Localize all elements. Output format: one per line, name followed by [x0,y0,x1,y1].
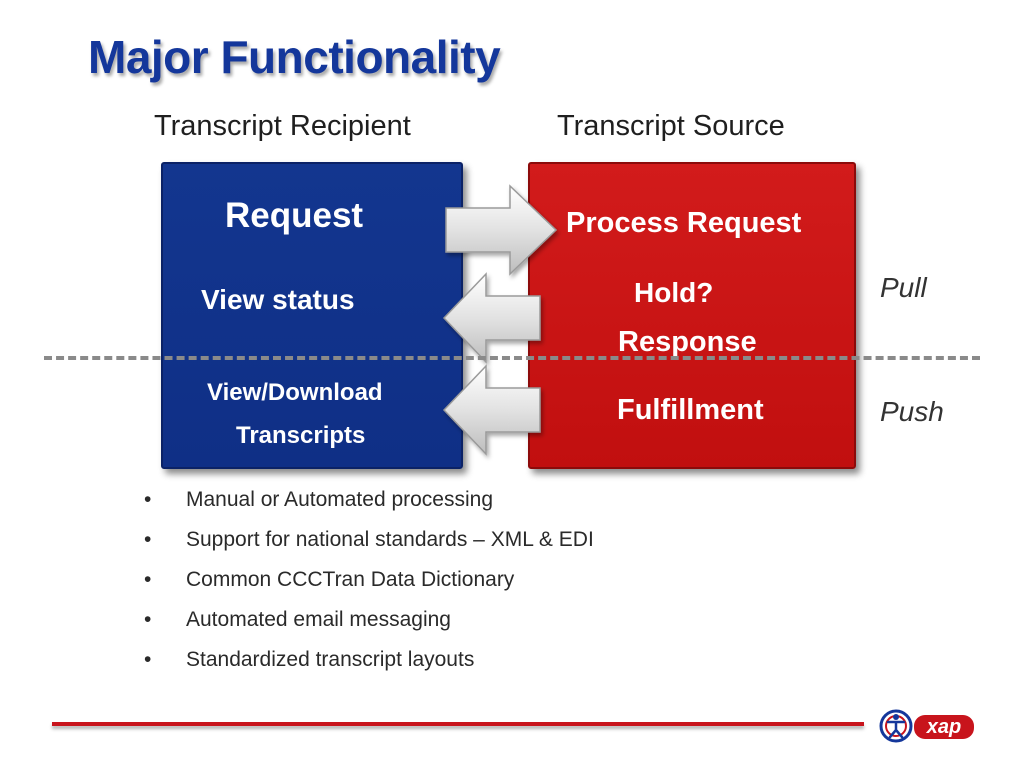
source-box [528,162,856,469]
list-item: Common CCCTran Data Dictionary [140,566,594,606]
source-column-heading: Transcript Source [557,110,785,142]
view-download-label: View/Download [207,379,383,406]
transcripts-label: Transcripts [236,422,366,449]
feature-list: Manual or Automated processing Support f… [140,486,594,686]
list-item: Automated email messaging [140,606,594,646]
push-label: Push [880,396,944,427]
pull-push-divider [44,356,980,360]
process-request-label: Process Request [566,207,802,239]
recipient-column-heading: Transcript Recipient [154,110,411,142]
slide-title: Major Functionality [88,31,501,83]
recipient-box [161,162,463,469]
list-item: Manual or Automated processing [140,486,594,526]
response-label: Response [618,326,757,358]
view-status-label: View status [201,284,355,315]
logo-text: xap [926,716,961,738]
list-item: Standardized transcript layouts [140,646,594,686]
request-label: Request [225,196,364,235]
xap-logo: xap [879,709,974,743]
footer-accent-line [52,722,864,726]
list-item: Support for national standards – XML & E… [140,526,594,566]
fulfillment-label: Fulfillment [617,394,764,426]
pull-label: Pull [880,272,927,303]
hold-label: Hold? [634,277,714,308]
